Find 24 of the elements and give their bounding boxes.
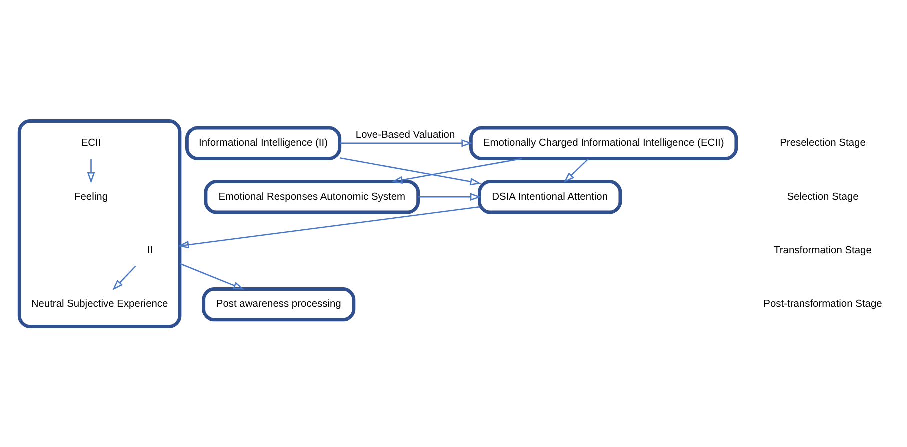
node-text: ECII (81, 138, 102, 149)
label: Transformation Stage (774, 245, 872, 256)
arrow (87, 158, 96, 184)
node-box: Emotional Responses Autonomic System (204, 180, 420, 214)
label: Selection Stage (787, 191, 859, 202)
node-box: Informational Intelligence (II) (186, 126, 342, 160)
arrow (564, 158, 589, 182)
node-text: Neutral Subjective Experience (31, 298, 168, 310)
arrow (340, 139, 473, 147)
edge-label: Love-Based Valuation (356, 129, 456, 140)
node-text: Feeling (74, 191, 108, 202)
arrow (112, 266, 136, 290)
node-box: DSIA Intentional Attention (478, 180, 622, 214)
node-box: Emotionally Charged Informational Intelligence (ECII) (470, 126, 738, 160)
arrow (418, 192, 482, 201)
node-text: II (147, 245, 153, 256)
label: Post-transformation Stage (764, 298, 882, 310)
arrow (340, 157, 482, 186)
label: Preselection Stage (780, 138, 866, 149)
arrow (178, 206, 480, 248)
arrow (180, 262, 245, 290)
arrow (392, 158, 522, 184)
node-box: Post awareness processing (202, 287, 356, 322)
cluster (18, 119, 182, 328)
